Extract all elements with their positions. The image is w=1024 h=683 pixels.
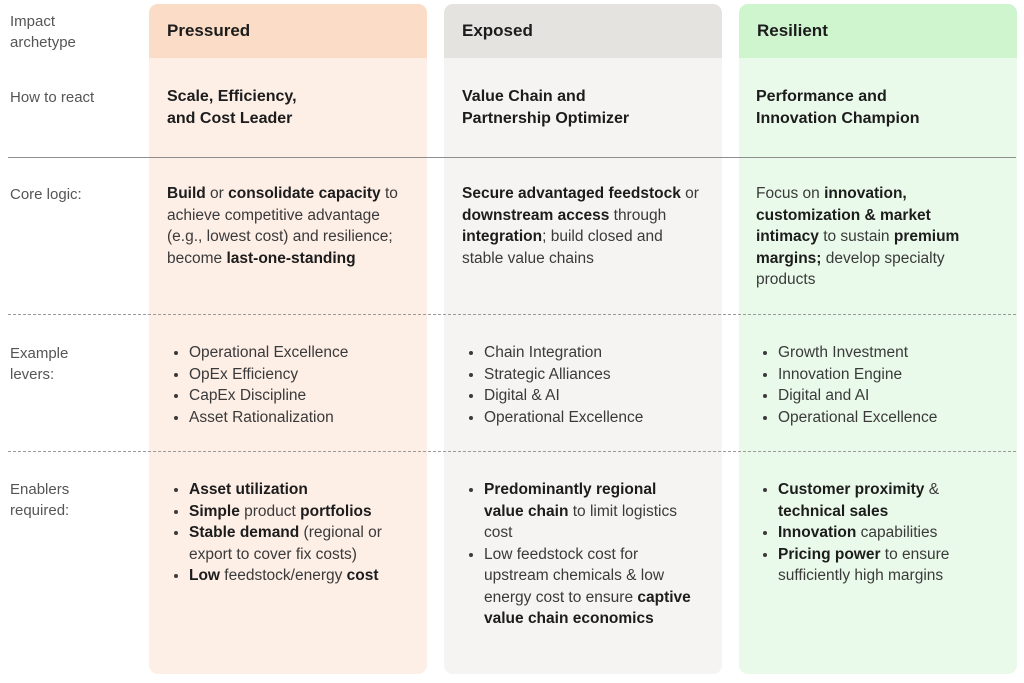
column-header-resilient: Resilient (739, 4, 1017, 58)
lever-item: Operational Excellence (189, 342, 417, 364)
column-header-pressured: Pressured (149, 4, 427, 58)
react-resilient: Performance and Innovation Champion (756, 86, 1006, 130)
enabler-item: Innovation capabilities (778, 522, 988, 544)
row-label-how-to-react: How to react (10, 89, 95, 106)
enabler-item: Stable demand (regional or export to cov… (189, 522, 419, 565)
emphasis-text: consolidate capacity (228, 185, 381, 202)
emphasis-text: downstream access (462, 206, 610, 224)
levers-list: Chain Integration Strategic Alliances Di… (462, 342, 712, 428)
lever-item: Operational Excellence (778, 407, 1006, 429)
lever-item: Innovation Engine (778, 364, 1006, 386)
lever-item: Strategic Alliances (484, 364, 712, 386)
body-text: feedstock/energy (220, 567, 347, 584)
emphasis-text: premium margins; (756, 228, 960, 267)
column-resilient-background (739, 4, 1017, 674)
body-text: to achieve competitive advantage (e.g., … (167, 185, 398, 267)
react-pressured: Scale, Efficiency, and Cost Leader (167, 86, 417, 130)
emphasis-text: Asset utilization (189, 481, 308, 498)
core-logic-resilient: Focus on innovation, customization & mar… (756, 183, 996, 291)
react-line: Partnership Optimizer (462, 110, 630, 127)
body-text: product (239, 502, 301, 520)
emphasis-text: integration (462, 228, 543, 245)
enabler-item: Asset utilization (189, 479, 419, 501)
emphasis-text: Customer proximity (778, 481, 925, 498)
emphasis-text: Pricing power (778, 545, 881, 563)
body-text: to ensure sufficiently high margins (778, 545, 950, 585)
lever-item: OpEx Efficiency (189, 364, 417, 386)
emphasis-text: cost (346, 567, 379, 584)
body-text: (regional or export to cover fix costs) (189, 524, 382, 563)
enabler-item: Low feedstock/energy cost (189, 565, 419, 587)
emphasis-text: Stable demand (189, 524, 300, 541)
core-logic-pressured: Build or consolidate capacity to achieve… (167, 183, 403, 269)
body-text: develop specialty products (756, 249, 945, 289)
row-label-enablers-required: Enablers required: (10, 481, 70, 519)
row-label-core-logic: Core logic: (10, 186, 82, 203)
react-line: Scale, Efficiency, (167, 88, 297, 105)
separator-dashed-1 (8, 314, 1016, 315)
enabler-item: Predominantly regional value chain to li… (484, 479, 700, 544)
enabler-item: Customer proximity & technical sales (778, 479, 988, 522)
body-text: or (680, 185, 699, 202)
row-label-example-levers: Example levers: (10, 345, 69, 383)
lever-item: Asset Rationalization (189, 407, 417, 429)
body-text: ; build closed and stable value chains (462, 228, 663, 267)
emphasis-text: Simple (189, 502, 240, 520)
emphasis-text: Build (167, 185, 206, 202)
levers-pressured: Operational Excellence OpEx Efficiency C… (167, 342, 417, 428)
lever-item: CapEx Discipline (189, 385, 417, 407)
body-text: capabilities (856, 524, 938, 541)
enabler-item: Pricing power to ensure sufficiently hig… (778, 544, 988, 587)
react-line: Performance and (756, 88, 887, 105)
emphasis-text: Secure advantaged feedstock (462, 185, 681, 202)
lever-item: Growth Investment (778, 342, 1006, 364)
react-line: Innovation Champion (756, 110, 920, 127)
core-logic-exposed: Secure advantaged feedstock or downstrea… (462, 183, 706, 269)
enabler-item: Simple product portfolios (189, 501, 419, 523)
lever-item: Digital & AI (484, 385, 712, 407)
separator-solid (8, 157, 1016, 158)
enablers-list: Asset utilizationSimple product portfoli… (167, 479, 419, 587)
react-exposed: Value Chain and Partnership Optimizer (462, 86, 712, 130)
column-pressured-background (149, 4, 427, 674)
row-label-impact-archetype: Impact archetype (10, 13, 76, 51)
body-text: or (205, 185, 229, 202)
levers-exposed: Chain Integration Strategic Alliances Di… (462, 342, 712, 428)
column-header-exposed: Exposed (444, 4, 722, 58)
body-text: to limit logistics cost (484, 502, 677, 542)
body-text: to sustain (818, 228, 894, 245)
emphasis-text: Low (189, 567, 220, 584)
emphasis-text: portfolios (300, 502, 372, 520)
body-text: Low feedstock cost for upstream chemical… (484, 545, 665, 606)
emphasis-text: Predominantly regional value chain (484, 481, 657, 520)
body-text: through (609, 206, 667, 224)
lever-item: Operational Excellence (484, 407, 712, 429)
enabler-item: Low feedstock cost for upstream chemical… (484, 544, 700, 630)
body-text: & (924, 481, 940, 498)
react-line: Value Chain and (462, 88, 586, 105)
enablers-list: Customer proximity & technical salesInno… (756, 479, 988, 587)
emphasis-text: captive value chain economics (484, 588, 691, 628)
react-line: and Cost Leader (167, 110, 293, 127)
enablers-exposed: Predominantly regional value chain to li… (462, 479, 700, 630)
levers-list: Operational Excellence OpEx Efficiency C… (167, 342, 417, 428)
emphasis-text: last-one-standing (226, 249, 356, 267)
column-exposed-background (444, 4, 722, 674)
emphasis-text: innovation, customization & market intim… (756, 185, 931, 245)
body-text: Focus on (756, 185, 825, 202)
levers-resilient: Growth Investment Innovation Engine Digi… (756, 342, 1006, 428)
levers-list: Growth Investment Innovation Engine Digi… (756, 342, 1006, 428)
emphasis-text: technical sales (778, 502, 889, 520)
emphasis-text: Innovation (778, 524, 857, 541)
enablers-list: Predominantly regional value chain to li… (462, 479, 700, 630)
separator-dashed-2 (8, 451, 1016, 452)
lever-item: Chain Integration (484, 342, 712, 364)
enablers-pressured: Asset utilizationSimple product portfoli… (167, 479, 419, 587)
lever-item: Digital and AI (778, 385, 1006, 407)
enablers-resilient: Customer proximity & technical salesInno… (756, 479, 988, 587)
